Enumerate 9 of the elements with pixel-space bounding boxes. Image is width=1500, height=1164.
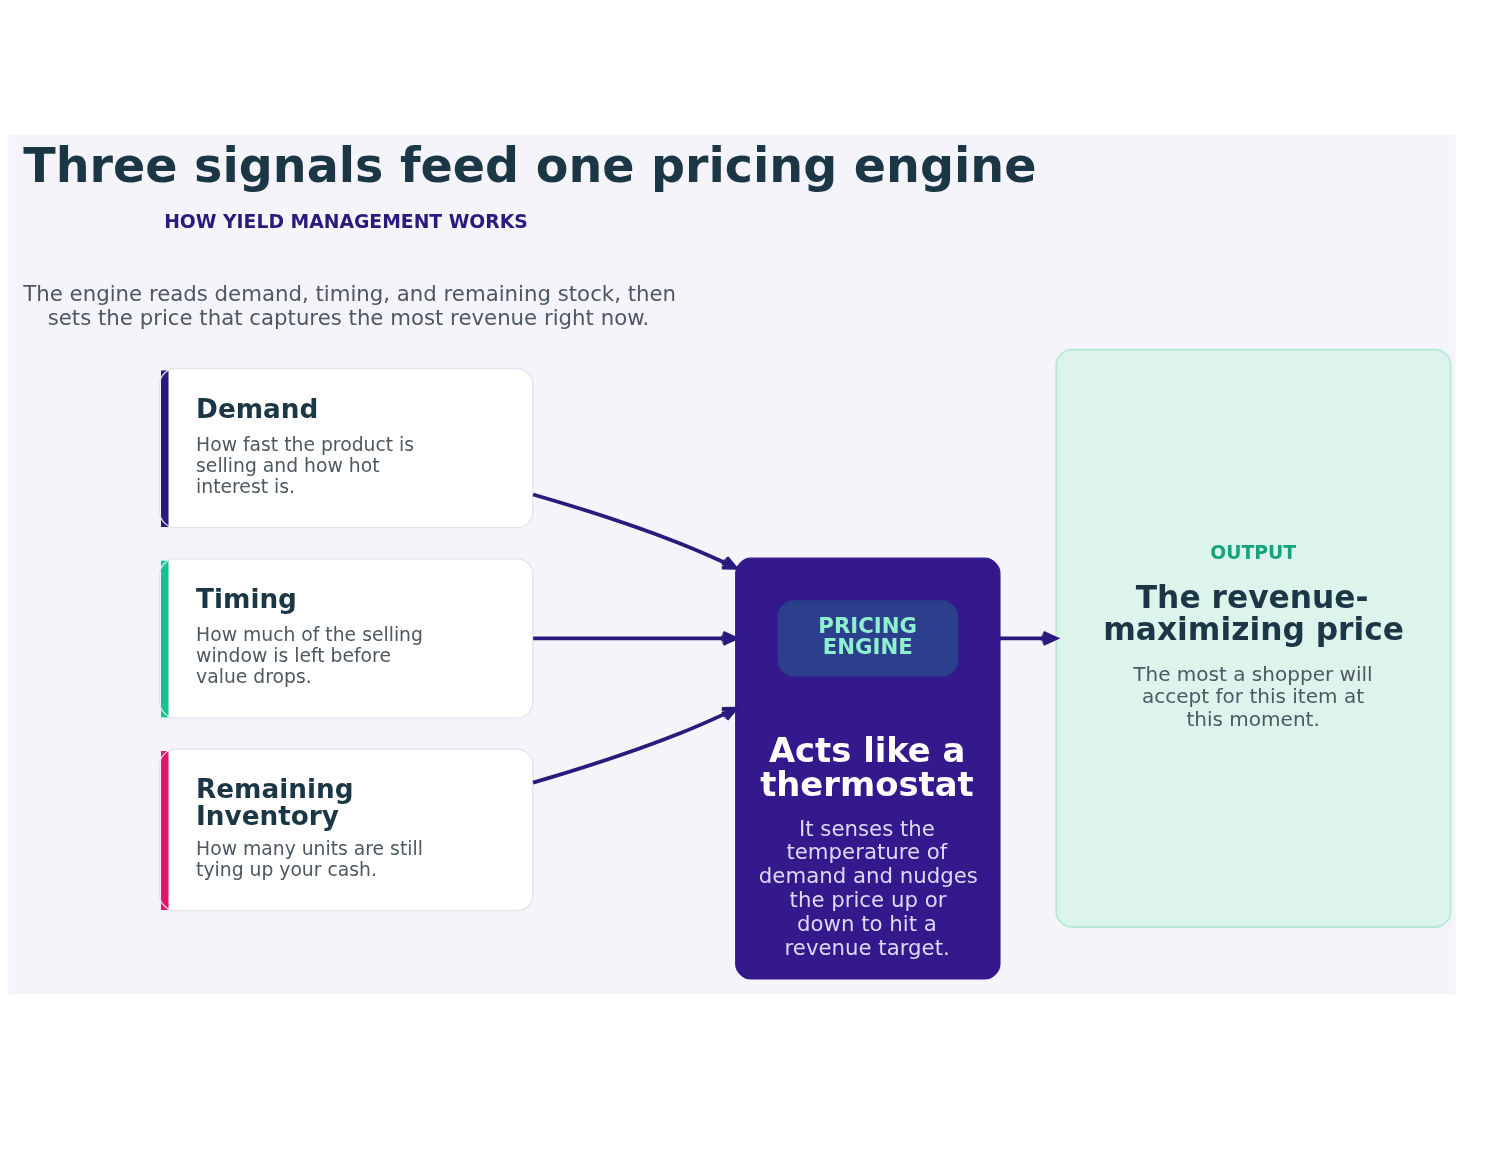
arrow (533, 630, 738, 646)
label: The engine reads demand, timing, and remaining stock, then sets the price that captures the most revenue right now. (23, 280, 677, 330)
arrow (532, 706, 738, 784)
arrow (999, 630, 1058, 646)
node-box: OUTPUT The revenue-maximizing price The most a shopper will accept for this item at this moment. (1055, 348, 1452, 928)
arrow (532, 492, 738, 570)
diagram-title: Three signals feed one pricing engine (23, 137, 1037, 193)
node-box: PRICING ENGINE (777, 599, 958, 677)
label: HOW YIELD MANAGEMENT WORKS (164, 210, 528, 232)
